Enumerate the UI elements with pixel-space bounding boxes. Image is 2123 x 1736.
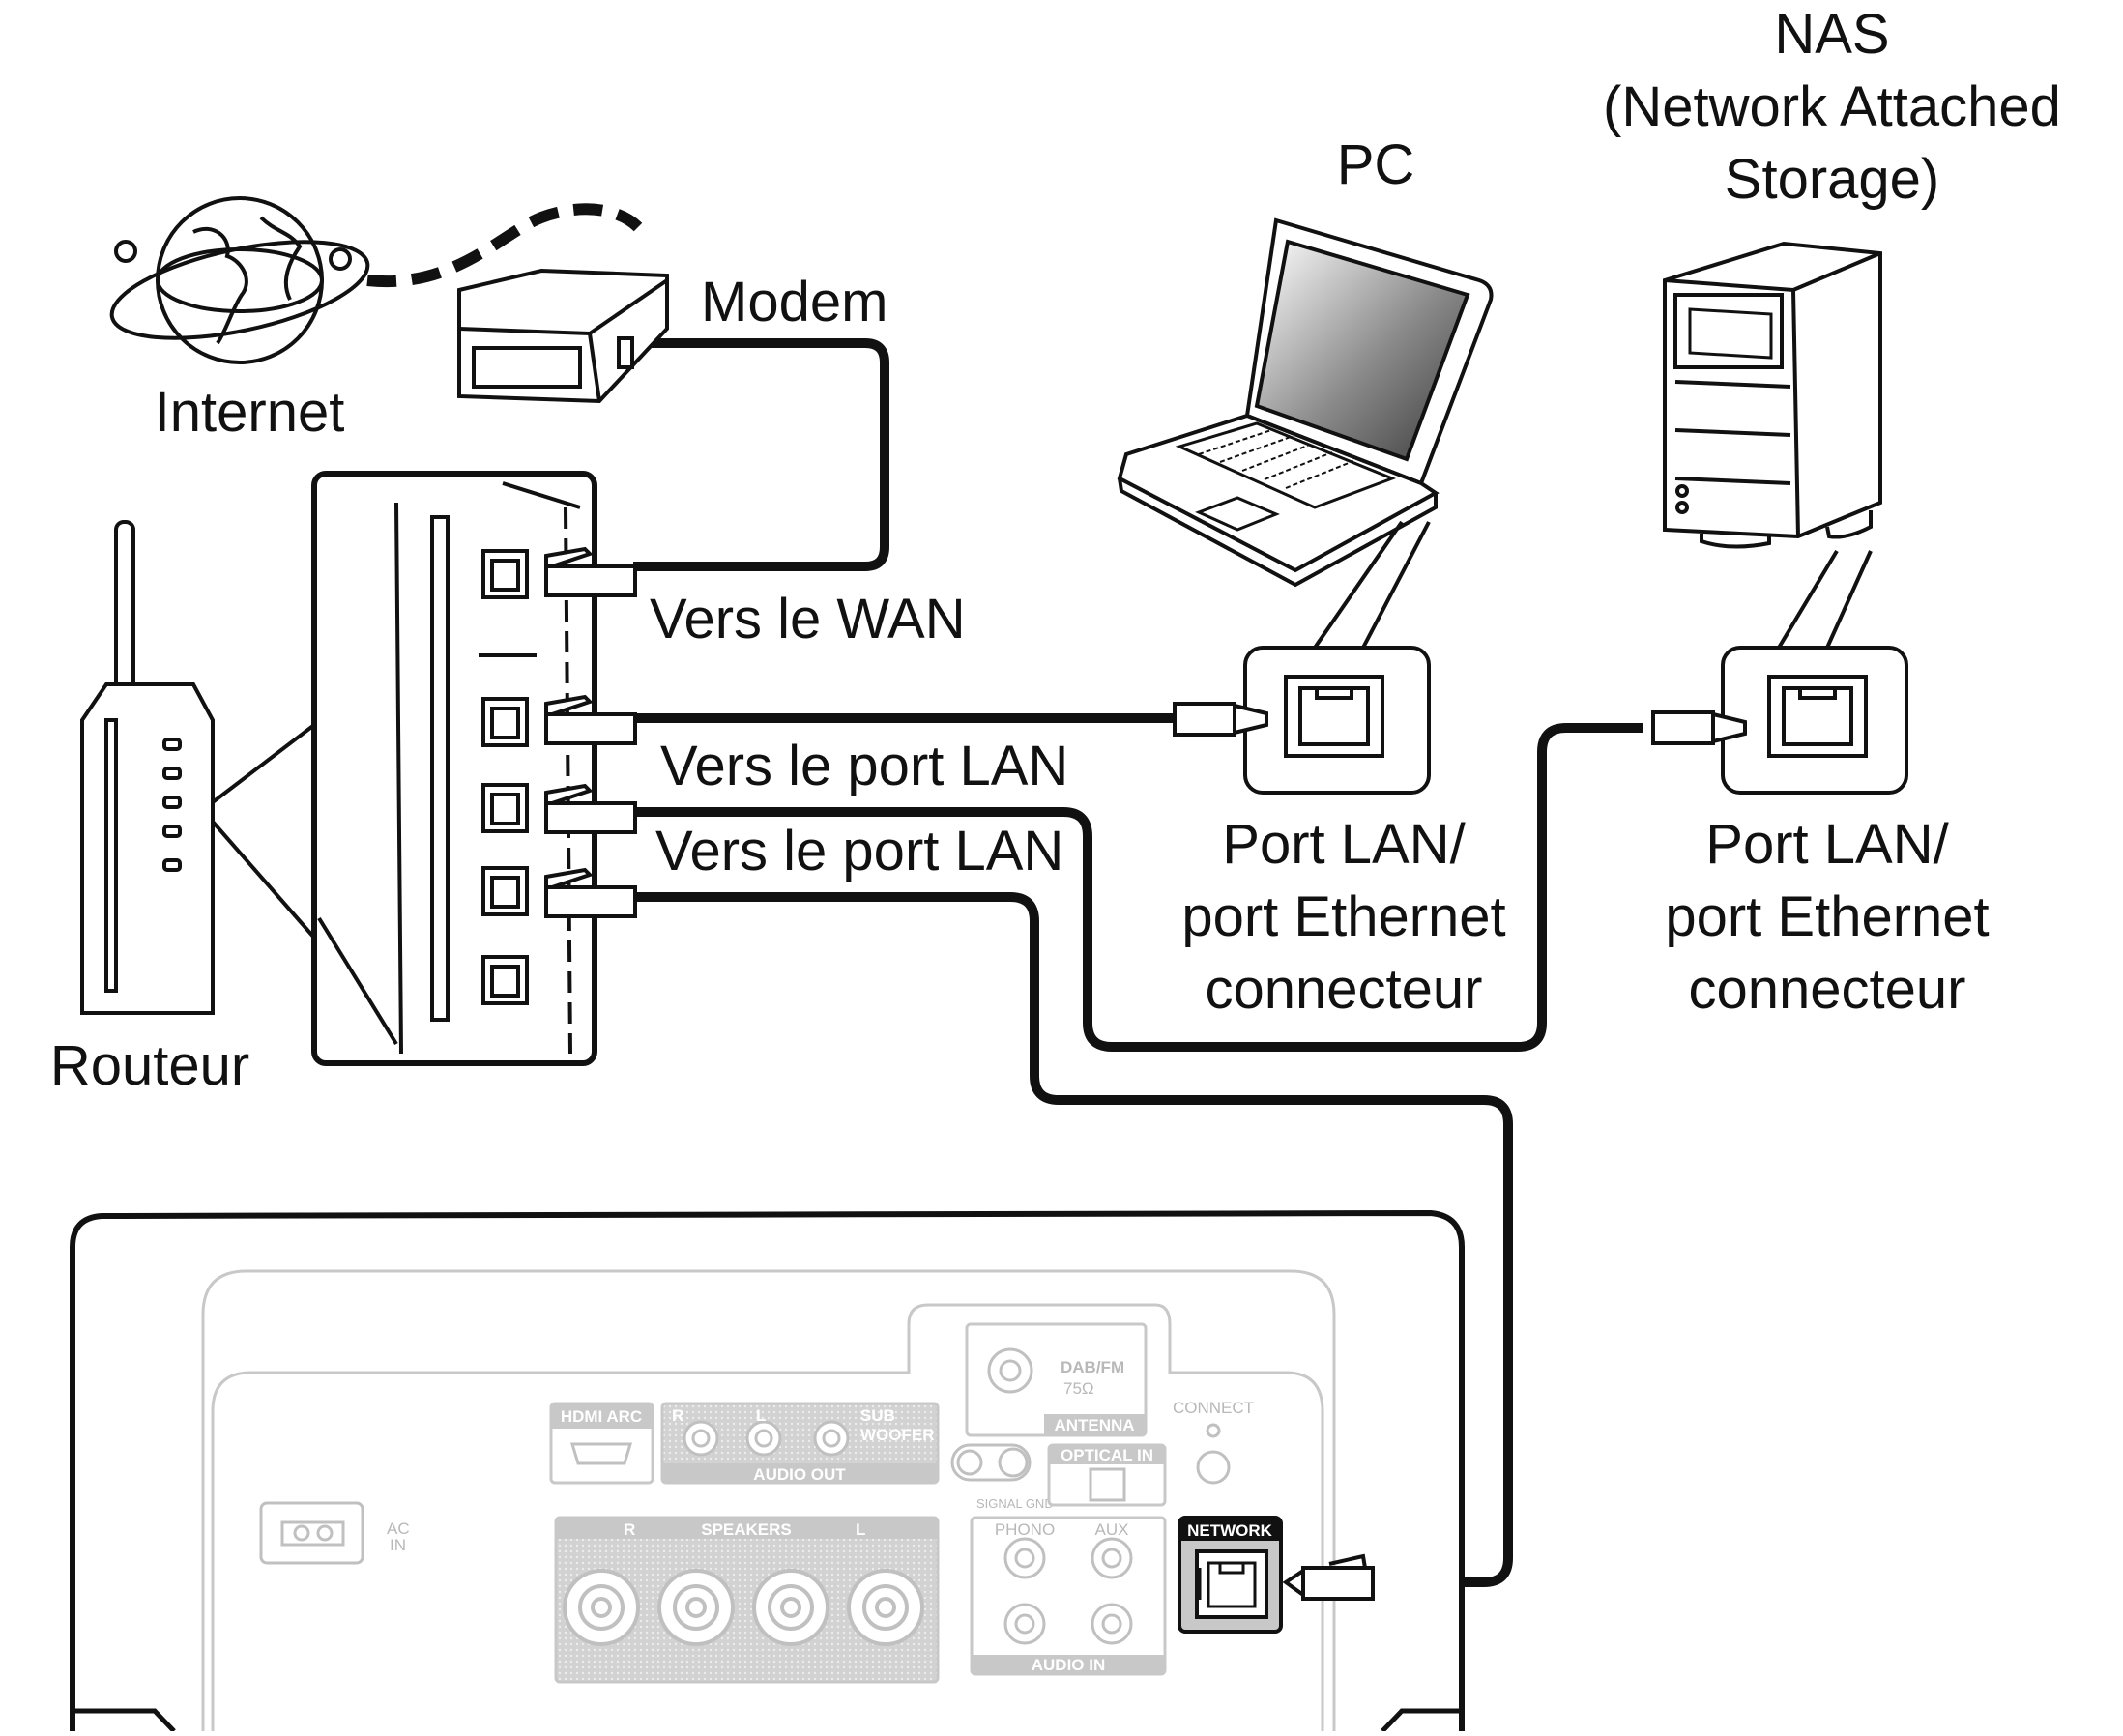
hdmi-arc-port <box>549 1402 654 1485</box>
modem-icon <box>457 268 669 404</box>
nas-lan-plug <box>1651 710 1747 745</box>
connect-label: CONNECT <box>1173 1399 1254 1417</box>
audio-out-l-label: L <box>756 1406 766 1425</box>
nas-full-label-1: (Network Attached <box>1603 75 2061 138</box>
dab-fm-label: DAB/FM <box>1061 1358 1124 1376</box>
nas-lan-port-callout <box>1721 646 1908 795</box>
pc-lan-plug <box>1173 702 1268 737</box>
router-plugs <box>544 546 637 918</box>
modem-label: Modem <box>701 271 887 333</box>
router-ports <box>481 549 529 1005</box>
router-lan-port-4 <box>481 955 529 1005</box>
router-lan-port-1 <box>481 697 529 747</box>
network-plug <box>1282 1553 1375 1601</box>
sub-woofer-label-2: WOOFER <box>860 1426 935 1444</box>
internet-link-dashed <box>366 203 643 288</box>
signal-gnd-label: SIGNAL GND <box>976 1496 1054 1511</box>
router-wan-port <box>481 549 529 599</box>
pc-port-label-2: port Ethernet <box>1181 885 1505 948</box>
network-port <box>1178 1516 1283 1634</box>
speakers-r-label: R <box>624 1520 635 1539</box>
pc-label: PC <box>1337 133 1415 196</box>
laptop-icon <box>1117 217 1494 650</box>
sub-woofer-label-1: SUB <box>860 1406 895 1425</box>
router-lan-port-3 <box>481 866 529 916</box>
nas-lan-cable <box>633 723 1643 1052</box>
internet-globe-icon <box>109 196 370 364</box>
pc-port-label-1: Port LAN/ <box>1222 813 1466 876</box>
wan-plug <box>544 546 637 597</box>
ohm-label: 75Ω <box>1063 1379 1094 1398</box>
antenna-block <box>965 1322 1148 1437</box>
nas-icon <box>1663 241 1882 650</box>
pc-port-label-3: connecteur <box>1206 958 1483 1021</box>
modem-cable <box>633 338 889 571</box>
nas-port-label-1: Port LAN/ <box>1705 813 1949 876</box>
nas-full-label-2: Storage) <box>1725 148 1939 211</box>
router-lan-port-2 <box>481 783 529 833</box>
to-lan-label-2: Vers le port LAN <box>655 820 1063 882</box>
signal-gnd-terminal <box>950 1443 1032 1482</box>
aux-label: AUX <box>1095 1520 1129 1539</box>
amp-lan-cable <box>633 892 1513 1587</box>
lan-plug-nas <box>544 783 637 834</box>
audio-in-block <box>970 1516 1167 1676</box>
cables <box>633 338 1643 1587</box>
pc-lan-port-callout <box>1243 646 1431 795</box>
audio-out-block <box>660 1402 940 1485</box>
ac-in-label-2: IN <box>390 1536 406 1554</box>
speakers-block <box>554 1516 940 1684</box>
audio-out-r-label: R <box>672 1406 683 1425</box>
to-lan-label-1: Vers le port LAN <box>660 735 1068 797</box>
optical-in-label: OPTICAL IN <box>1061 1446 1153 1464</box>
optical-in-port <box>1047 1443 1167 1507</box>
audio-out-label: AUDIO OUT <box>753 1465 846 1484</box>
router-icon <box>80 520 316 1015</box>
phono-label: PHONO <box>995 1520 1055 1539</box>
nas-label: NAS <box>1774 3 1889 66</box>
antenna-label: ANTENNA <box>1054 1416 1134 1434</box>
lan-plug-pc <box>544 694 637 745</box>
internet-label: Internet <box>155 381 345 444</box>
speakers-l-label: L <box>856 1520 865 1539</box>
lan-plug-amp <box>544 867 637 918</box>
speakers-label: SPEAKERS <box>701 1520 792 1539</box>
ac-in-socket <box>259 1501 364 1565</box>
audio-in-label: AUDIO IN <box>1032 1656 1106 1674</box>
network-label: NETWORK <box>1187 1521 1273 1540</box>
hdmi-arc-label: HDMI ARC <box>561 1407 642 1426</box>
router-label: Routeur <box>50 1034 249 1097</box>
to-wan-label: Vers le WAN <box>650 588 966 651</box>
nas-port-label-2: port Ethernet <box>1665 885 1989 948</box>
nas-port-label-3: connecteur <box>1689 958 1966 1021</box>
ac-in-label-1: AC <box>387 1519 410 1538</box>
connect-button <box>1196 1423 1231 1485</box>
